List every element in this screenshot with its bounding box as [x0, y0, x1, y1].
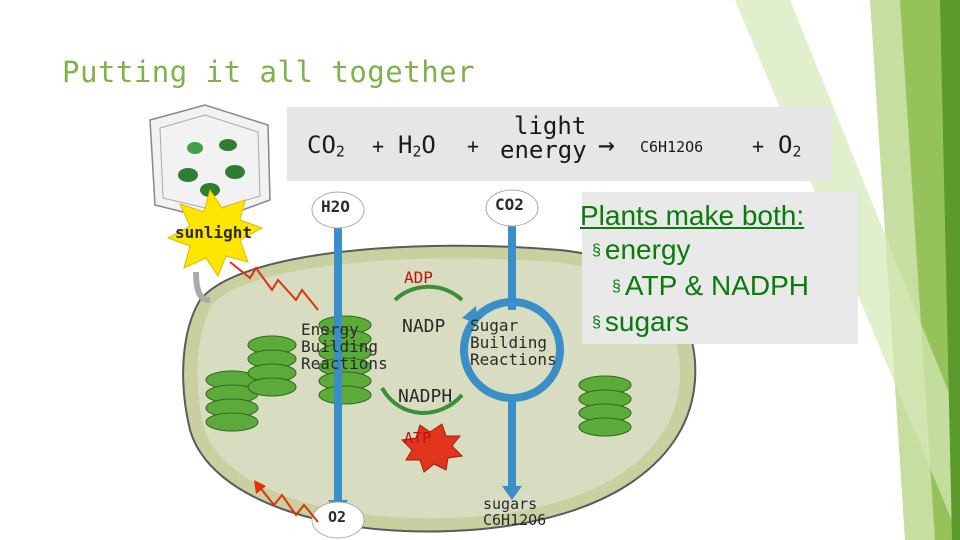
equation-plus-1: +: [372, 134, 385, 158]
nadph-label: NADPH: [398, 386, 453, 407]
co2-bubble: [485, 189, 539, 227]
slide-title: Putting it all together: [62, 55, 476, 89]
equation-o2: O2: [778, 131, 802, 161]
o2-bubble: [311, 501, 365, 539]
equation-co2: CO2: [307, 131, 345, 161]
light-ray: [229, 261, 319, 311]
bullet-mark: §: [592, 242, 601, 259]
sun-burst: [166, 188, 264, 278]
bullet-mark: §: [592, 314, 601, 331]
equation-light-energy: light energy: [500, 112, 587, 164]
o2-label: O2: [328, 508, 347, 526]
plants-note-title: Plants make both:: [580, 200, 805, 231]
atp-label: ATP: [404, 429, 432, 447]
equation-plus-3: +: [752, 134, 765, 158]
plants-note-box: [582, 192, 858, 344]
bullet-mark: §: [612, 278, 621, 295]
bullet-energy: §energy: [592, 234, 691, 265]
equation-plus-2: +: [467, 134, 480, 158]
equation-glucose: C6H12O6: [640, 138, 704, 156]
co2-label: CO2: [495, 195, 524, 214]
sunlight-label: sunlight: [175, 223, 253, 242]
bullet-sugars: §sugars: [592, 306, 689, 337]
thylakoid-stacks: [205, 315, 632, 437]
equation-arrow: →: [598, 128, 615, 161]
energy-reactions-label: Energy Building Reactions: [301, 320, 388, 373]
equation-h2o: H2O: [398, 131, 436, 161]
plant-cell-sketch: [149, 104, 271, 221]
adp-label: ADP: [404, 268, 433, 287]
atp-burst: [400, 423, 464, 473]
photosynthesis-equation: [287, 107, 832, 181]
h2o-bubble: [311, 191, 365, 229]
bullet-atp-nadph: §ATP & NADPH: [612, 270, 810, 301]
nadp-label: NADP: [402, 316, 446, 337]
h2o-label: H2O: [321, 197, 350, 216]
sugar-reactions-label: Sugar Building Reactions: [470, 316, 557, 369]
sugars-label: sugars C6H12O6: [483, 495, 547, 529]
